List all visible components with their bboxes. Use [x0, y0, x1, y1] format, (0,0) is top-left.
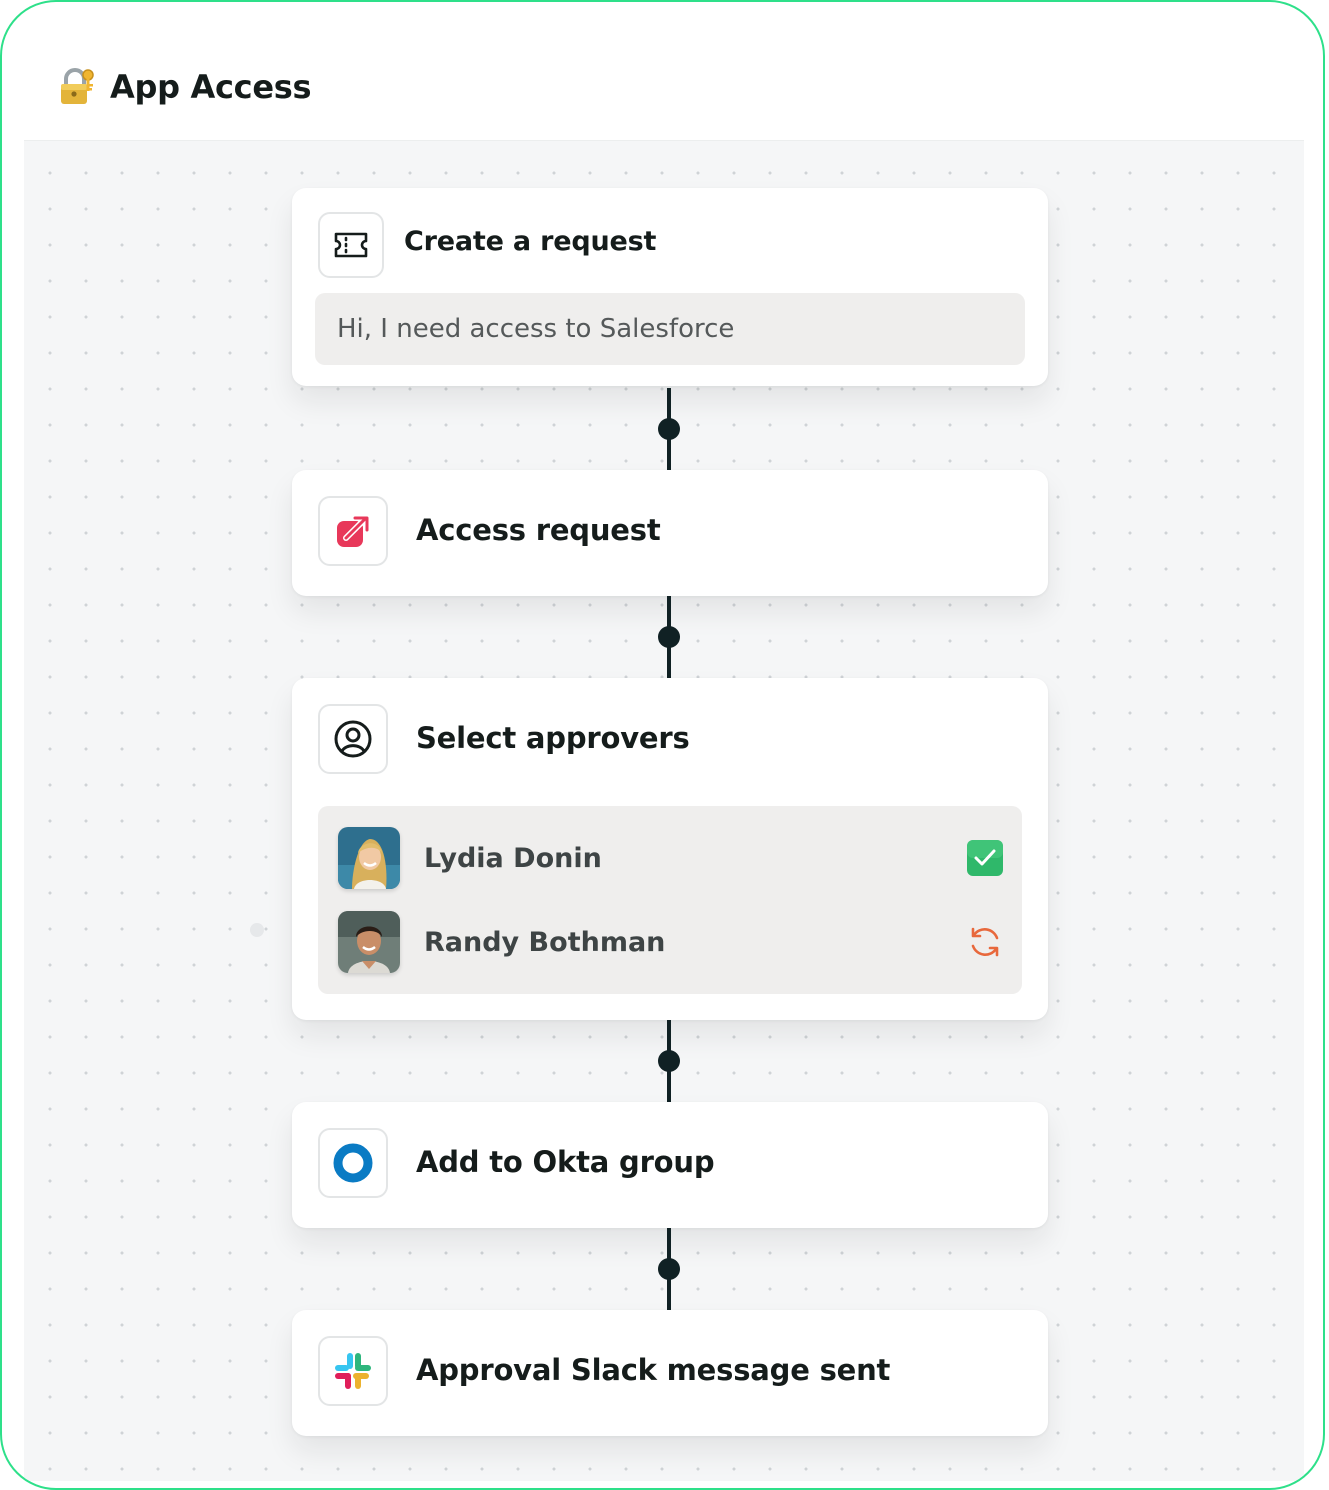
step-access-request[interactable]: Access request	[292, 470, 1048, 596]
sync-icon[interactable]	[966, 923, 1004, 961]
step-icon-box	[318, 1128, 388, 1198]
step-title: Select approvers	[416, 721, 690, 755]
step-icon-box	[318, 496, 388, 566]
step-title: Access request	[416, 513, 661, 547]
avatar	[338, 911, 400, 973]
step-slack-message[interactable]: Approval Slack message sent	[292, 1310, 1048, 1436]
lock-with-key-icon	[61, 68, 94, 104]
approver-name: Lydia Donin	[424, 842, 602, 874]
step-icon-box	[318, 704, 388, 774]
ticket-icon	[334, 232, 368, 258]
step-title: Create a request	[404, 226, 657, 257]
approvers-list: Lydia Donin	[318, 806, 1022, 994]
page-title: App Access	[110, 68, 312, 106]
canvas-dot	[250, 923, 264, 937]
step-add-okta-group[interactable]: Add to Okta group	[292, 1102, 1048, 1228]
step-icon-box	[318, 212, 384, 278]
approver-row[interactable]: Lydia Donin	[338, 826, 1004, 890]
user-circle-icon	[334, 720, 372, 758]
connector-node[interactable]	[658, 418, 680, 440]
okta-icon	[333, 1143, 373, 1183]
approver-name: Randy Bothman	[424, 926, 666, 958]
step-select-approvers[interactable]: Select approvers Lydia Donin	[292, 678, 1048, 1020]
connector-node[interactable]	[658, 1050, 680, 1072]
connector-node[interactable]	[658, 626, 680, 648]
avatar-photo	[338, 827, 400, 889]
connector-node[interactable]	[658, 1258, 680, 1280]
avatar	[338, 827, 400, 889]
page-header: App Access	[58, 62, 312, 112]
slack-icon	[335, 1353, 371, 1389]
step-icon-box	[318, 1336, 388, 1406]
step-title: Add to Okta group	[416, 1145, 715, 1179]
checkbox-checked-icon[interactable]	[966, 839, 1004, 877]
external-link-icon	[337, 516, 369, 547]
avatar-photo	[338, 911, 400, 973]
step-title: Approval Slack message sent	[416, 1353, 891, 1387]
step-create-request[interactable]: Create a request Hi, I need access to Sa…	[292, 188, 1048, 386]
request-message-field[interactable]: Hi, I need access to Salesforce	[315, 293, 1025, 365]
approver-row[interactable]: Randy Bothman	[338, 910, 1004, 974]
